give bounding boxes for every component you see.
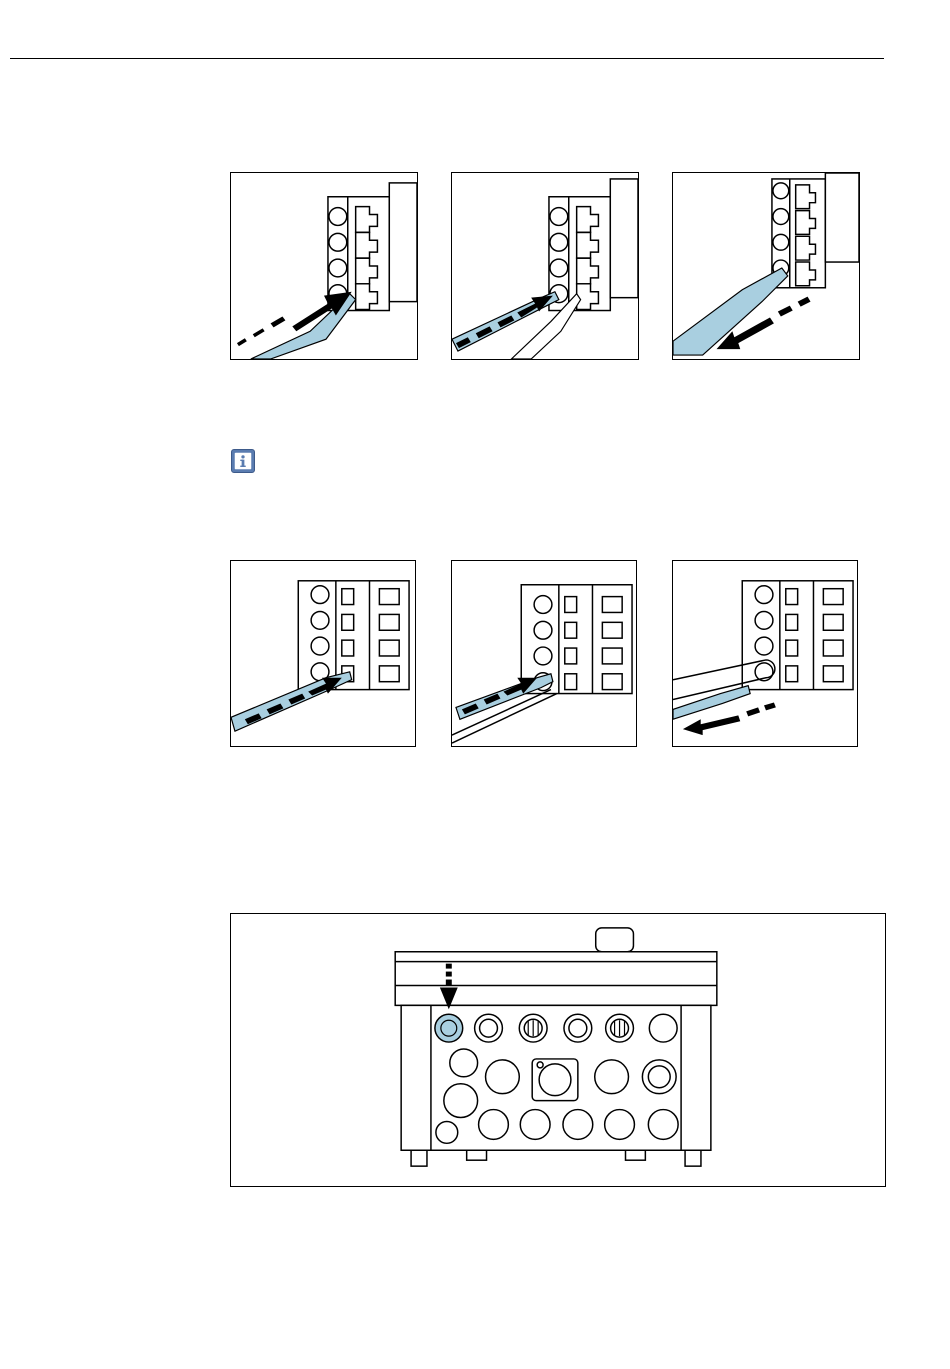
- figure-insert-screwdriver-8pin: [230, 560, 416, 747]
- header-rule: [10, 58, 884, 59]
- figure-remove-screwdriver-4pin: [672, 172, 860, 360]
- figure-insert-wire-8pin: [451, 560, 637, 747]
- figure-remove-screwdriver-8pin: [672, 560, 858, 747]
- info-icon: [231, 449, 255, 473]
- figure-housing-cable-glands: [230, 913, 886, 1187]
- figure-insert-wire-4pin: [451, 172, 639, 360]
- figure-insert-screwdriver-4pin: [230, 172, 418, 360]
